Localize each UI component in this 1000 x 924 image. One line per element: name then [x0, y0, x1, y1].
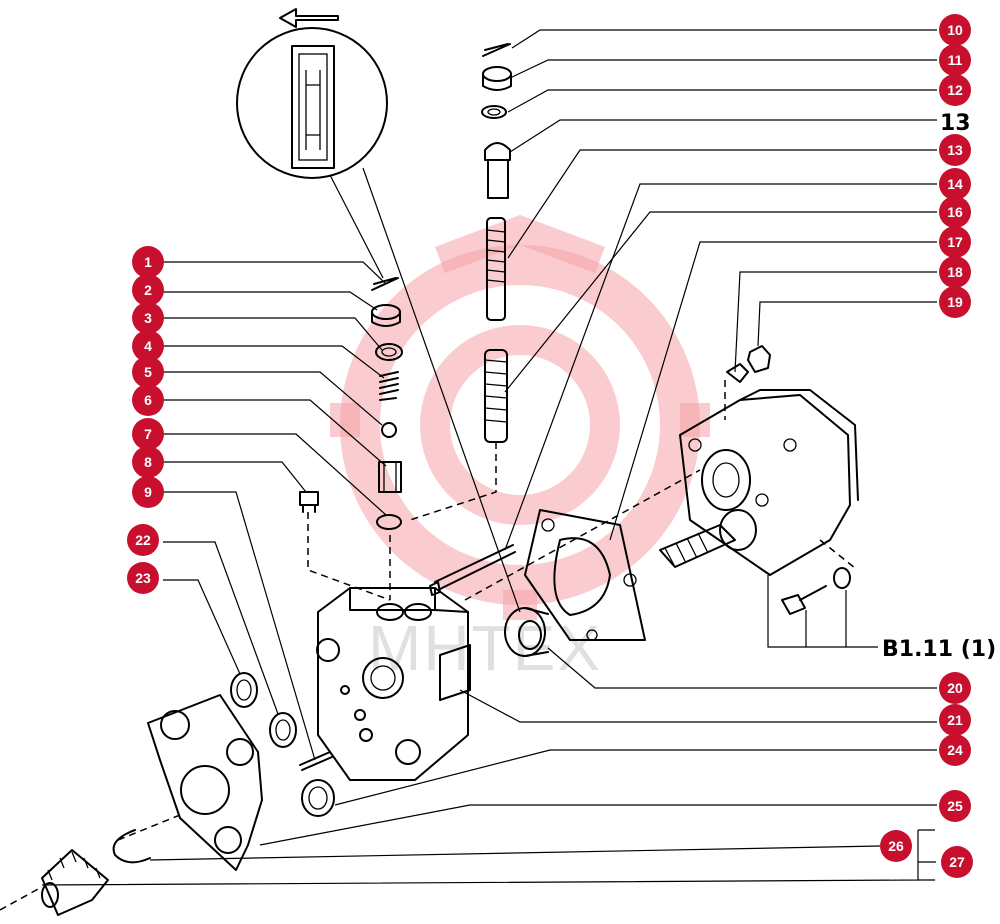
- svg-text:2: 2: [144, 282, 152, 298]
- plug-part-8: [299, 491, 319, 513]
- gasket-part-17: [524, 509, 646, 641]
- callout-12: 12: [939, 74, 971, 106]
- o-ring-part-23: [230, 672, 258, 708]
- pump-body: [316, 587, 471, 781]
- svg-text:17: 17: [947, 234, 963, 250]
- svg-text:12: 12: [947, 82, 963, 98]
- svg-text:5: 5: [144, 364, 152, 380]
- callout-3: 3: [132, 302, 164, 334]
- callout-16: 16: [939, 196, 971, 228]
- callout-22: 22: [127, 524, 159, 556]
- callout-24: 24: [939, 734, 971, 766]
- top-parts: [481, 43, 512, 199]
- callout-23: 23: [127, 562, 159, 594]
- callout-2: 2: [132, 274, 164, 306]
- threaded-rod: [486, 217, 506, 321]
- callout-13: 13: [939, 134, 971, 166]
- watermark-text: MHTEX: [368, 612, 602, 684]
- svg-text:4: 4: [144, 338, 152, 354]
- svg-text:18: 18: [947, 264, 963, 280]
- svg-text:21: 21: [947, 712, 963, 728]
- o-ring-part-22: [269, 712, 297, 748]
- gear-part-27: [41, 849, 109, 916]
- pin-part-9: [299, 751, 333, 771]
- svg-text:16: 16: [947, 204, 963, 220]
- long-pin: [434, 544, 516, 591]
- svg-text:11: 11: [948, 52, 963, 68]
- valve-stack-left: [299, 277, 403, 530]
- bottom-left-parts: [41, 672, 335, 916]
- seal-part-20: [504, 607, 549, 657]
- pump-assembly-right: [659, 345, 859, 615]
- callout-21: 21: [939, 704, 971, 736]
- callout-1: 1: [132, 246, 164, 278]
- gasket-part-25: [147, 694, 263, 871]
- callout-19: 19: [939, 286, 971, 318]
- callout-8: 8: [132, 446, 164, 478]
- callout-9: 9: [132, 476, 164, 508]
- leader-lines: [41, 29, 937, 886]
- washer-part-3: [375, 343, 403, 361]
- callout-25: 25: [939, 790, 971, 822]
- circlip-part-26: [112, 829, 151, 864]
- callout-4: 4: [132, 330, 164, 362]
- rods: [429, 217, 516, 596]
- svg-text:8: 8: [144, 454, 152, 470]
- detail-inset: [236, 27, 521, 613]
- callout-17: 17: [939, 226, 971, 258]
- svg-text:9: 9: [144, 484, 152, 500]
- assembly-guides: [0, 380, 856, 911]
- callout-14: 14: [939, 168, 971, 200]
- callout-10: 10: [939, 14, 971, 46]
- reference-label-b1-11: B1.11 (1): [882, 637, 996, 662]
- svg-text:19: 19: [947, 294, 963, 310]
- callout-20: 20: [939, 672, 971, 704]
- svg-text:25: 25: [947, 798, 963, 814]
- callout-27: 27: [941, 846, 973, 878]
- direction-arrow-icon: [279, 8, 339, 28]
- svg-text:22: 22: [135, 532, 151, 548]
- pin-part-1: [371, 277, 399, 291]
- svg-text:3: 3: [144, 310, 152, 326]
- o-ring-part-24: [301, 779, 335, 817]
- callout-18: 18: [939, 256, 971, 288]
- callout-7: 7: [132, 418, 164, 450]
- ball-part-5: [381, 422, 397, 438]
- piston-part-6: [378, 461, 402, 493]
- svg-text:20: 20: [947, 680, 963, 696]
- bolt: [781, 585, 827, 615]
- svg-text:7: 7: [144, 426, 152, 442]
- svg-text:14: 14: [947, 176, 963, 192]
- svg-text:1: 1: [144, 254, 152, 270]
- washer: [833, 567, 851, 589]
- cap-part-7: [376, 514, 402, 530]
- callout-26: 26: [880, 830, 912, 862]
- watermark-logo: MHTEX: [330, 215, 710, 684]
- spring-part-4: [379, 371, 399, 401]
- reference-label-13: 13: [940, 111, 971, 136]
- svg-text:24: 24: [947, 742, 963, 758]
- callout-6: 6: [132, 384, 164, 416]
- svg-text:26: 26: [888, 838, 904, 854]
- callout-11: 11: [939, 44, 971, 76]
- svg-text:23: 23: [135, 570, 151, 586]
- svg-text:13: 13: [947, 142, 963, 158]
- svg-text:27: 27: [949, 854, 965, 870]
- callout-5: 5: [132, 356, 164, 388]
- svg-text:6: 6: [144, 392, 152, 408]
- svg-text:10: 10: [947, 22, 963, 38]
